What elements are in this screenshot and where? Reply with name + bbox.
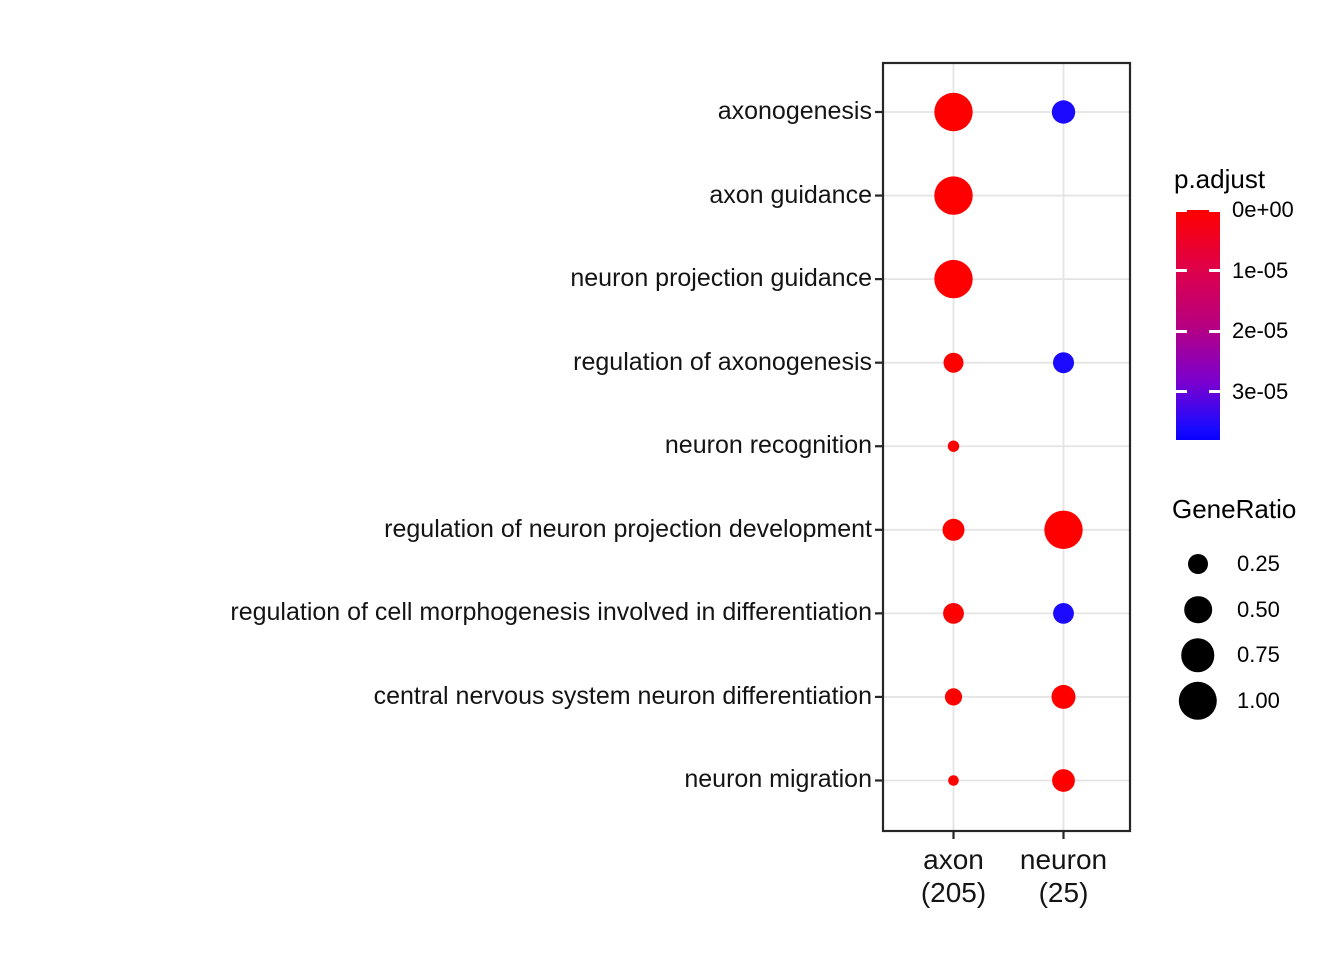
data-point bbox=[1052, 769, 1075, 792]
colorbar-tick bbox=[1176, 390, 1187, 394]
size-legend-title: GeneRatio bbox=[1172, 494, 1297, 524]
data-point bbox=[1044, 510, 1083, 549]
colorbar-gradient bbox=[1176, 210, 1220, 440]
y-axis-label: neuron recognition bbox=[664, 431, 872, 460]
colorbar-tick bbox=[1176, 329, 1187, 333]
colorbar-tick bbox=[1176, 269, 1187, 273]
data-point bbox=[948, 775, 959, 786]
y-axis-label: axonogenesis bbox=[717, 96, 872, 125]
size-legend-dot bbox=[1178, 681, 1218, 721]
y-axis-label: regulation of cell morphogenesis involve… bbox=[230, 598, 872, 627]
y-axis-label: regulation of neuron projection developm… bbox=[384, 514, 872, 543]
y-axis-label: axon guidance bbox=[709, 180, 872, 209]
data-point bbox=[934, 92, 973, 132]
x-axis-label-count: (25) bbox=[1038, 877, 1089, 908]
size-legend-label: 1.00 bbox=[1237, 688, 1280, 714]
size-legend-label: 0.75 bbox=[1237, 642, 1280, 668]
size-legend-dot bbox=[1184, 595, 1212, 624]
y-axis-label: regulation of axonogenesis bbox=[573, 347, 872, 376]
y-axis-label: central nervous system neuron differenti… bbox=[373, 681, 872, 710]
y-axis-label: neuron migration bbox=[684, 765, 872, 794]
colorbar-tick-label: 3e-05 bbox=[1232, 378, 1289, 404]
data-point bbox=[1053, 603, 1074, 624]
colorbar-tick bbox=[1209, 208, 1220, 212]
data-point bbox=[934, 259, 973, 299]
size-legend-dot bbox=[1181, 638, 1215, 673]
colorbar-tick-label: 1e-05 bbox=[1232, 257, 1289, 283]
y-axis-label: neuron projection guidance bbox=[570, 264, 872, 293]
panel-border bbox=[881, 61, 1132, 833]
data-point bbox=[942, 518, 965, 541]
x-axis-label: neuron(25) bbox=[1020, 843, 1107, 909]
colorbar-tick bbox=[1176, 208, 1187, 212]
size-legend-dot bbox=[1188, 554, 1208, 574]
data-point bbox=[1051, 100, 1076, 124]
x-axis-label-name: neuron bbox=[1019, 844, 1108, 875]
colorbar-tick bbox=[1209, 329, 1220, 333]
size-legend-label: 0.25 bbox=[1237, 551, 1280, 576]
x-axis-label: axon(205) bbox=[921, 843, 986, 909]
data-point bbox=[943, 352, 964, 373]
colorbar-tick bbox=[1209, 269, 1220, 273]
colorbar-tick bbox=[1209, 390, 1220, 394]
x-axis-label-count: (205) bbox=[920, 877, 987, 908]
data-point bbox=[943, 603, 964, 624]
data-point bbox=[947, 440, 960, 452]
x-axis-label-name: axon bbox=[923, 844, 984, 875]
size-legend-label: 0.50 bbox=[1237, 596, 1280, 622]
data-point bbox=[1053, 352, 1074, 374]
data-point bbox=[944, 688, 963, 706]
color-legend-title: p.adjust bbox=[1174, 164, 1266, 194]
data-point bbox=[934, 176, 973, 215]
data-point bbox=[1051, 684, 1076, 709]
colorbar-tick-label: 0e+00 bbox=[1232, 197, 1294, 222]
colorbar-tick-label: 2e-05 bbox=[1232, 318, 1289, 344]
